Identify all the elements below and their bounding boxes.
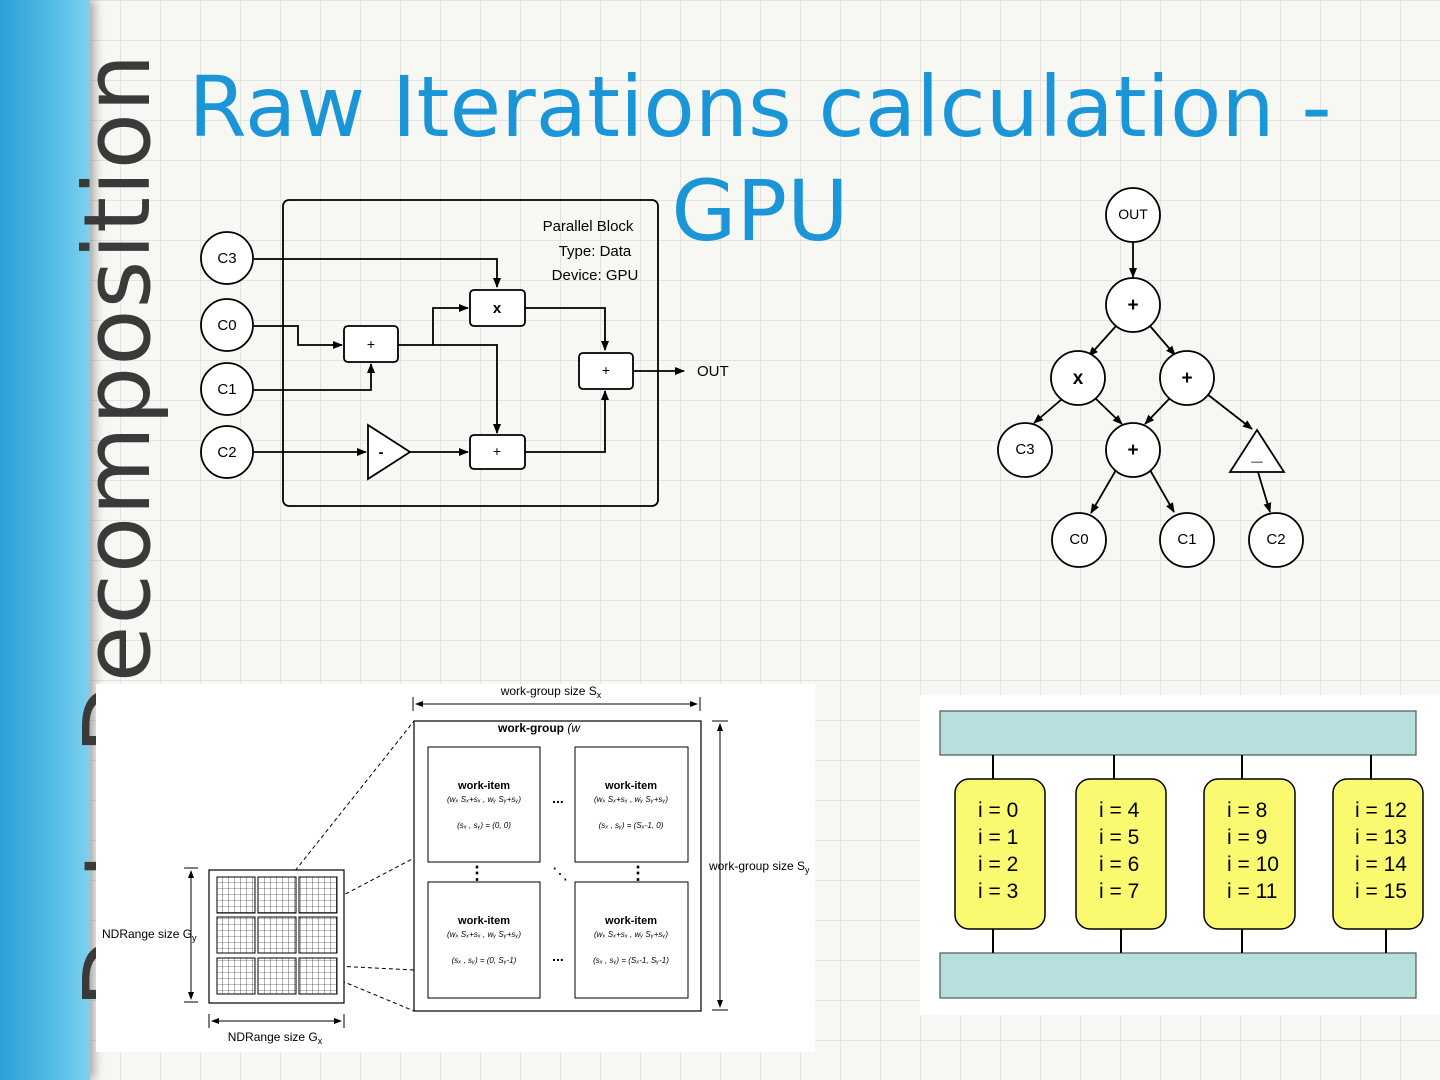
work-item-1-0: work-item (wₓ Sₓ+sₓ , wᵧ Sᵧ+sᵧ) (sₓ , sᵧ… [574, 746, 689, 863]
work-item-0-1: work-item (wₓ Sₓ+sₓ , wᵧ Sᵧ+sᵧ) (sₓ , sᵧ… [427, 881, 541, 999]
ellipsis-top: ... [552, 790, 564, 806]
svg-text:+: + [1127, 440, 1138, 461]
svg-text:+: + [602, 362, 610, 378]
top-bar [939, 710, 1417, 756]
svg-text:work-item: work-item [604, 780, 657, 792]
svg-text:C0: C0 [1069, 531, 1088, 548]
svg-text:_: _ [1250, 443, 1263, 465]
ellipsis-bottom: ... [552, 948, 564, 964]
tree-leaf-c1: C1 [1159, 512, 1215, 568]
ndrange-size-x-label: NDRange size Gx [228, 1030, 323, 1046]
tree-neg: _ [1228, 428, 1286, 473]
svg-text:+: + [367, 336, 375, 352]
svg-text:C2: C2 [217, 444, 236, 461]
page-title: Raw Iterations calculation - GPU [188, 58, 1332, 260]
svg-text:+: + [493, 443, 501, 459]
tree-out-node: OUT [1105, 187, 1161, 243]
bottom-bar [939, 952, 1417, 999]
svg-text:C2: C2 [1266, 531, 1285, 548]
tree-root-add: + [1105, 277, 1161, 333]
work-item-0-0: work-item (wₓ Sₓ+sₓ , wᵧ Sᵧ+sᵧ) (sₓ , sᵧ… [427, 746, 541, 863]
svg-text:C1: C1 [217, 381, 236, 398]
svg-text:i = 3: i = 3 [978, 880, 1018, 903]
input-c1: C1 [200, 362, 254, 416]
input-c2: C2 [200, 425, 254, 479]
svg-text:work-item: work-item [457, 780, 510, 792]
block-type: Type: Data [559, 243, 632, 260]
work-item-1-1: work-item (wₓ Sₓ+sₓ , wᵧ Sᵧ+sᵧ) (sₓ , sᵧ… [574, 881, 689, 999]
block-output-label: OUT [697, 363, 729, 380]
ndrange-size-y-label: NDRange size Gy [102, 927, 197, 943]
svg-text:C3: C3 [217, 250, 236, 267]
iteration-group-2: i = 8 i = 9 i = 10 i = 11 [1203, 778, 1296, 930]
ndrange-diagram: work-group size Sx work-group size Sy wo… [102, 684, 810, 1046]
svg-text:(sₓ , sᵧ) = (0, Sᵧ-1): (sₓ , sᵧ) = (0, Sᵧ-1) [452, 956, 517, 965]
svg-text:(wₓ Sₓ+sₓ , wᵧ Sᵧ+sᵧ): (wₓ Sₓ+sₓ , wᵧ Sᵧ+sᵧ) [594, 930, 668, 939]
input-c3: C3 [200, 231, 254, 285]
svg-text:i = 8: i = 8 [1227, 799, 1267, 822]
svg-text:i = 5: i = 5 [1099, 826, 1139, 849]
tree-add-right: + [1159, 350, 1215, 406]
svg-text:(sₓ , sᵧ) = (Sₓ-1, Sᵧ-1): (sₓ , sᵧ) = (Sₓ-1, Sᵧ-1) [593, 956, 669, 965]
op-neg: - [367, 423, 412, 481]
svg-text:i = 10: i = 10 [1227, 853, 1279, 876]
svg-text:i = 0: i = 0 [978, 799, 1018, 822]
ddots-center: ⋱ [552, 866, 568, 883]
block-device: Device: GPU [552, 267, 639, 284]
work-group-label: work-group (w [497, 721, 581, 735]
svg-text:(wₓ Sₓ+sₓ , wᵧ Sᵧ+sᵧ): (wₓ Sₓ+sₓ , wᵧ Sᵧ+sᵧ) [447, 930, 521, 939]
block-title: Parallel Block [543, 218, 634, 235]
tree-leaf-c2: C2 [1248, 512, 1304, 568]
tree-leaf-c0: C0 [1051, 512, 1107, 568]
svg-text:i = 1: i = 1 [978, 826, 1018, 849]
wg-size-y-label: work-group size Sy [708, 859, 810, 875]
svg-text:i = 4: i = 4 [1099, 799, 1140, 822]
tree-mul: x [1050, 350, 1106, 406]
svg-text:+: + [1181, 368, 1192, 389]
input-c0: C0 [200, 298, 254, 352]
op-add1: + [343, 325, 399, 363]
ndrange-workgroups [216, 876, 338, 995]
svg-text:i = 6: i = 6 [1099, 853, 1139, 876]
sidebar: Data Decomposition [0, 0, 171, 1080]
vdots-right: ⋮ [629, 863, 647, 883]
svg-text:work-item: work-item [604, 915, 657, 927]
svg-text:(sₓ , sᵧ) = (0, 0): (sₓ , sᵧ) = (0, 0) [457, 821, 511, 830]
svg-text:i = 14: i = 14 [1355, 853, 1407, 876]
svg-text:i = 11: i = 11 [1227, 880, 1277, 903]
iterations-diagram: i = 0 i = 1 i = 2 i = 3 i = 4 i = 5 i = … [939, 710, 1424, 999]
svg-text:i = 7: i = 7 [1099, 880, 1139, 903]
svg-text:(wₓ Sₓ+sₓ , wᵧ Sᵧ+sᵧ): (wₓ Sₓ+sₓ , wᵧ Sᵧ+sᵧ) [594, 795, 668, 804]
svg-text:i = 9: i = 9 [1227, 826, 1267, 849]
tree-leaf-c3: C3 [997, 422, 1053, 478]
vdots-left: ⋮ [468, 863, 486, 883]
iteration-group-3: i = 12 i = 13 i = 14 i = 15 [1332, 778, 1424, 930]
svg-text:i = 2: i = 2 [978, 853, 1018, 876]
iteration-group-0: i = 0 i = 1 i = 2 i = 3 [954, 778, 1046, 930]
svg-text:work-item: work-item [457, 915, 510, 927]
svg-text:C0: C0 [217, 317, 236, 334]
op-add-out: + [578, 352, 634, 390]
parallel-block-diagram: Parallel Block Type: Data Device: GPU C3… [200, 199, 729, 507]
svg-text:i = 12: i = 12 [1355, 799, 1407, 822]
svg-text:i = 15: i = 15 [1355, 880, 1407, 903]
svg-text:+: + [1127, 295, 1138, 316]
op-add2: + [469, 434, 526, 470]
wg-size-x-label: work-group size Sx [500, 684, 602, 700]
svg-text:C3: C3 [1015, 441, 1034, 458]
svg-text:x: x [493, 300, 502, 317]
svg-text:x: x [1073, 368, 1084, 389]
svg-text:C1: C1 [1177, 531, 1196, 548]
svg-text:(sₓ , sᵧ) = (Sₓ-1, 0): (sₓ , sᵧ) = (Sₓ-1, 0) [599, 821, 664, 830]
svg-text:(wₓ Sₓ+sₓ , wᵧ Sᵧ+sᵧ): (wₓ Sₓ+sₓ , wᵧ Sᵧ+sᵧ) [447, 795, 521, 804]
op-mul: x [469, 289, 526, 327]
svg-text:i = 13: i = 13 [1355, 826, 1407, 849]
iteration-group-1: i = 4 i = 5 i = 6 i = 7 [1075, 778, 1167, 930]
svg-text:OUT: OUT [1118, 206, 1148, 222]
parallel-block-frame [282, 199, 659, 507]
tree-add-mid: + [1105, 422, 1161, 478]
svg-text:-: - [379, 444, 384, 461]
expression-tree-diagram: OUT + x + C3 + _ C0 C1 C2 [997, 187, 1304, 568]
